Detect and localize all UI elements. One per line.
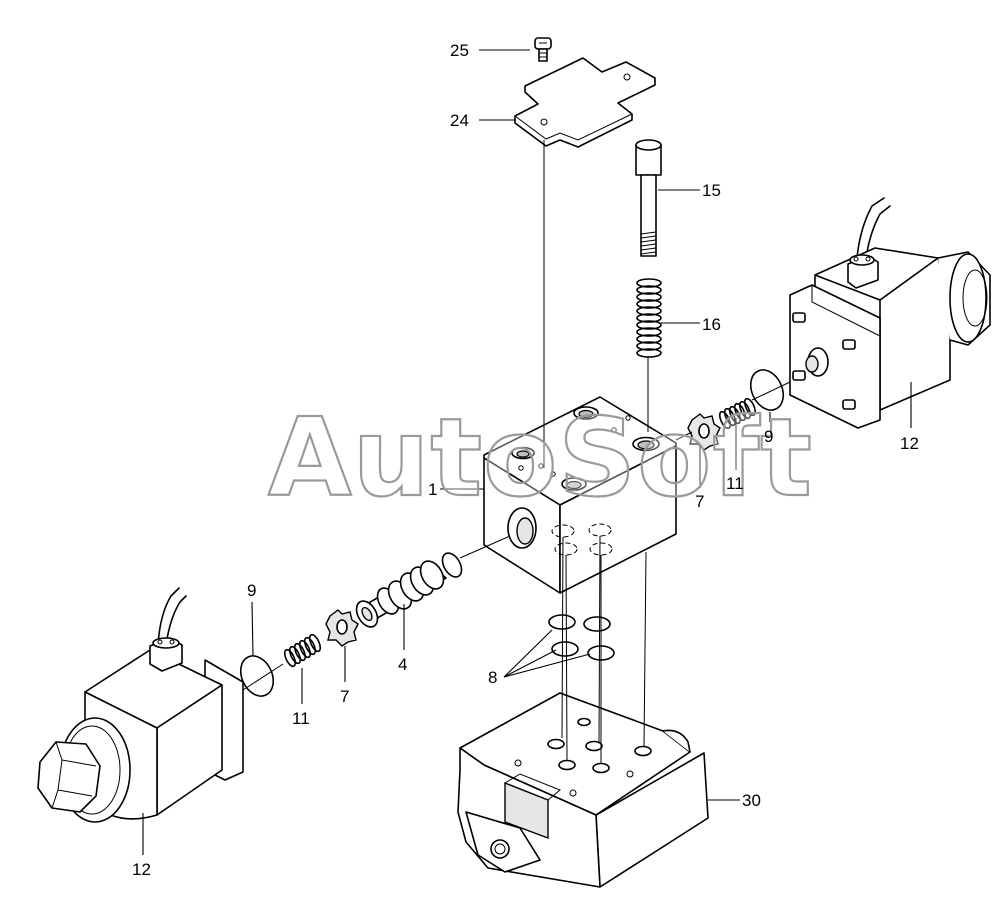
callout-labels: 25 24 15 16 1 7 11 9 12 9 11 7 4 8 30 12 bbox=[132, 41, 919, 879]
callout-24: 24 bbox=[450, 111, 469, 130]
callout-9-right: 9 bbox=[764, 427, 773, 446]
part-9-left-o-ring bbox=[239, 655, 275, 697]
part-1-valve-body bbox=[483, 396, 677, 594]
watermark-text: AutoSoft bbox=[268, 396, 813, 521]
part-24-cover-plate bbox=[514, 57, 656, 148]
callout-11-left: 11 bbox=[292, 709, 310, 728]
callout-12-left: 12 bbox=[132, 860, 151, 879]
callout-30: 30 bbox=[742, 791, 761, 810]
callout-25: 25 bbox=[450, 41, 469, 60]
part-7-left-washer bbox=[325, 609, 359, 647]
callout-12-right: 12 bbox=[900, 434, 919, 453]
callout-4: 4 bbox=[398, 655, 407, 674]
leader-lines bbox=[142, 49, 912, 855]
part-8-o-rings bbox=[548, 614, 615, 661]
callout-9-left: 9 bbox=[247, 581, 256, 600]
part-25-screw bbox=[534, 37, 552, 62]
part-4-spool bbox=[355, 552, 463, 628]
part-16-spring bbox=[636, 278, 662, 358]
callout-11-right: 11 bbox=[726, 474, 744, 493]
part-11-right-spring bbox=[718, 397, 757, 430]
callout-7-right: 7 bbox=[695, 492, 704, 511]
part-15-bolt bbox=[635, 139, 662, 257]
part-12-right-solenoid bbox=[789, 197, 991, 429]
callout-15: 15 bbox=[702, 181, 721, 200]
part-30-base-block bbox=[457, 692, 709, 888]
part-12-left-solenoid bbox=[37, 587, 244, 823]
part-7-right-washer bbox=[687, 413, 721, 451]
part-9-right-o-ring bbox=[749, 369, 785, 411]
part-11-left-spring bbox=[283, 633, 322, 668]
callout-1: 1 bbox=[428, 480, 437, 499]
callout-16: 16 bbox=[702, 315, 721, 334]
callout-7-left: 7 bbox=[340, 687, 349, 706]
callout-8: 8 bbox=[488, 668, 497, 687]
assembly-lines bbox=[242, 140, 791, 763]
